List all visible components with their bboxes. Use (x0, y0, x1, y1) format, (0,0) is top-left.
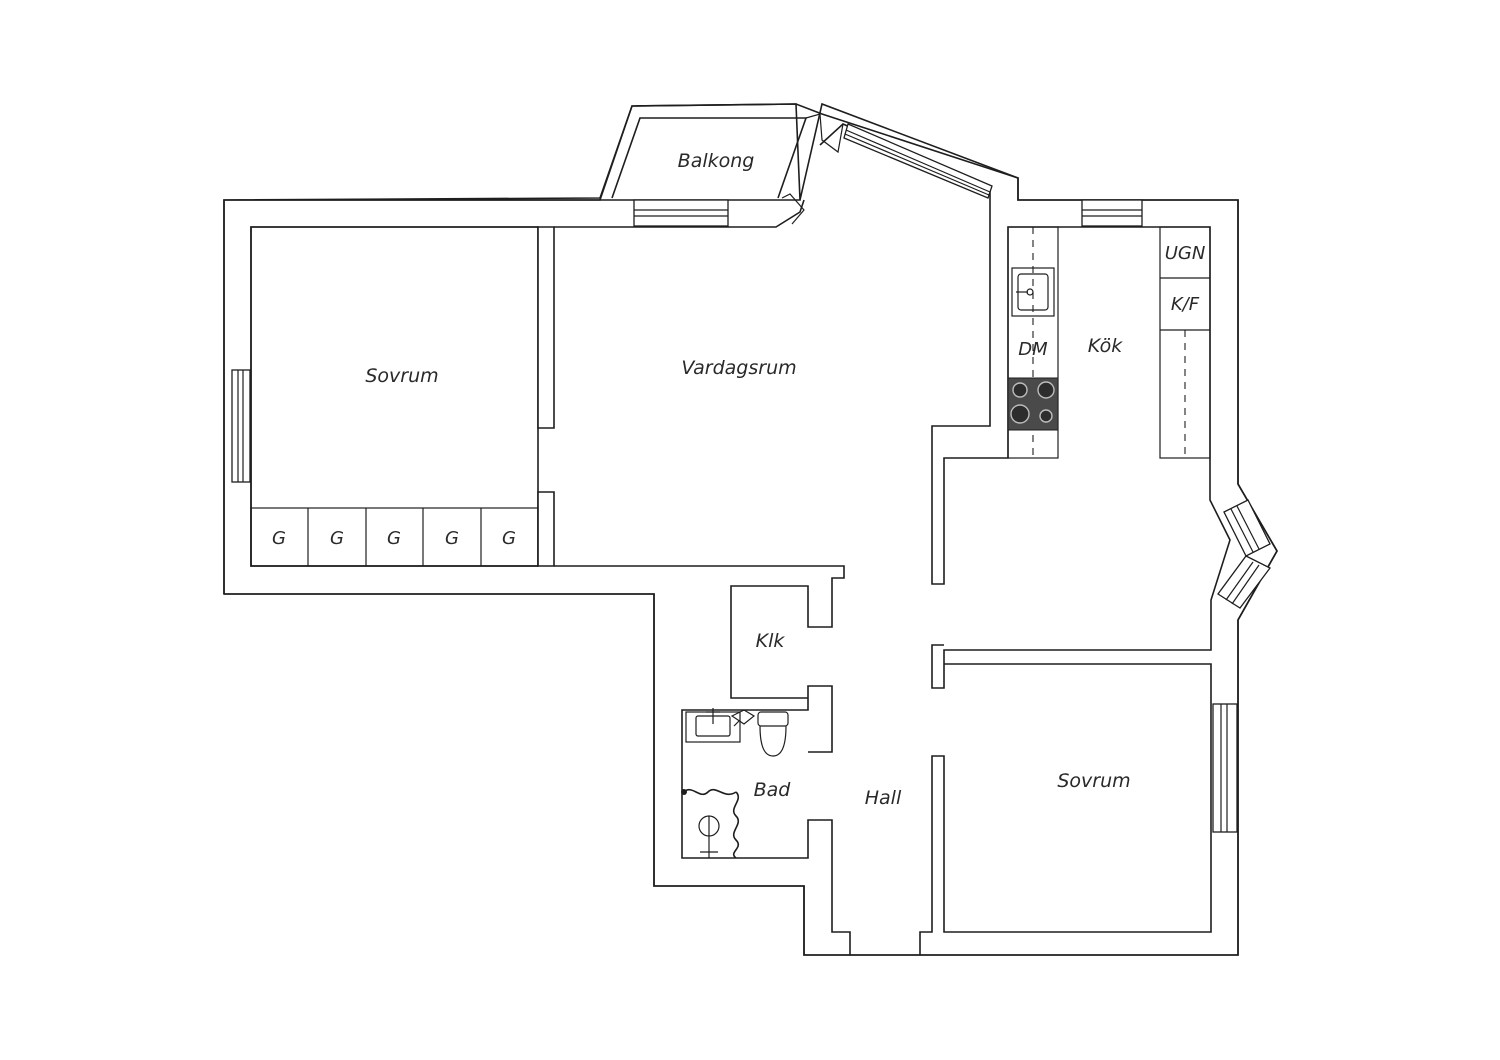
outer-wall (223, 102, 1278, 956)
appliance-label-dm: DM (1018, 339, 1048, 360)
room-label-vardagsrum: Vardagsrum (681, 357, 796, 379)
room-label-klk: Klk (756, 630, 786, 652)
appliance-label-ugn: UGN (1165, 243, 1206, 264)
inner-boundary-hall (681, 685, 851, 955)
window-kitchen-bay-upper (1223, 499, 1271, 557)
wardrobe-label: G (502, 528, 516, 549)
stove-icon (1007, 377, 1059, 431)
room-label-bad: Bad (754, 779, 792, 801)
outer-boundary (223, 103, 1278, 956)
window-kitchen (1081, 199, 1143, 227)
room-label-sovrum-1: Sovrum (365, 365, 438, 387)
window-living-angled (843, 123, 993, 199)
kitchen-counter-right (1159, 226, 1211, 459)
balcony-door-jamb (805, 113, 844, 154)
balcony-corner (781, 193, 805, 225)
inner-boundary-living (554, 199, 805, 228)
room-label-balkong: Balkong (678, 150, 755, 172)
wardrobe-label: G (330, 528, 344, 549)
window-kitchen-bay-lower (1217, 555, 1271, 609)
room-label-kok: Kök (1088, 335, 1123, 357)
appliance-label-kf: K/F (1171, 294, 1200, 315)
inner-boundary-bottom (554, 565, 845, 600)
partition-wall-lower (537, 491, 555, 567)
inner-boundary-klk (730, 585, 833, 699)
room-label-sovrum-2: Sovrum (1057, 770, 1130, 792)
partition-wall-upper (537, 226, 555, 429)
wardrobes (250, 507, 539, 567)
wardrobe-label: G (445, 528, 459, 549)
kitchen-counter-left (1007, 226, 1059, 459)
window-bedroom1 (231, 369, 251, 483)
wardrobe-label: G (387, 528, 401, 549)
window-bedroom2 (1212, 703, 1238, 833)
inner-boundary-left (250, 226, 538, 567)
shower-icon (681, 788, 740, 859)
room-label-hall: Hall (865, 787, 902, 809)
washbasin-icon (685, 708, 741, 743)
sink-icon (1011, 267, 1055, 317)
wardrobe-label: G (272, 528, 286, 549)
cone-icon (730, 709, 756, 727)
inner-boundary-bedroom2 (919, 663, 1212, 955)
balcony-inner (611, 117, 808, 199)
window-balcony (633, 199, 729, 227)
toilet-icon (757, 711, 789, 757)
